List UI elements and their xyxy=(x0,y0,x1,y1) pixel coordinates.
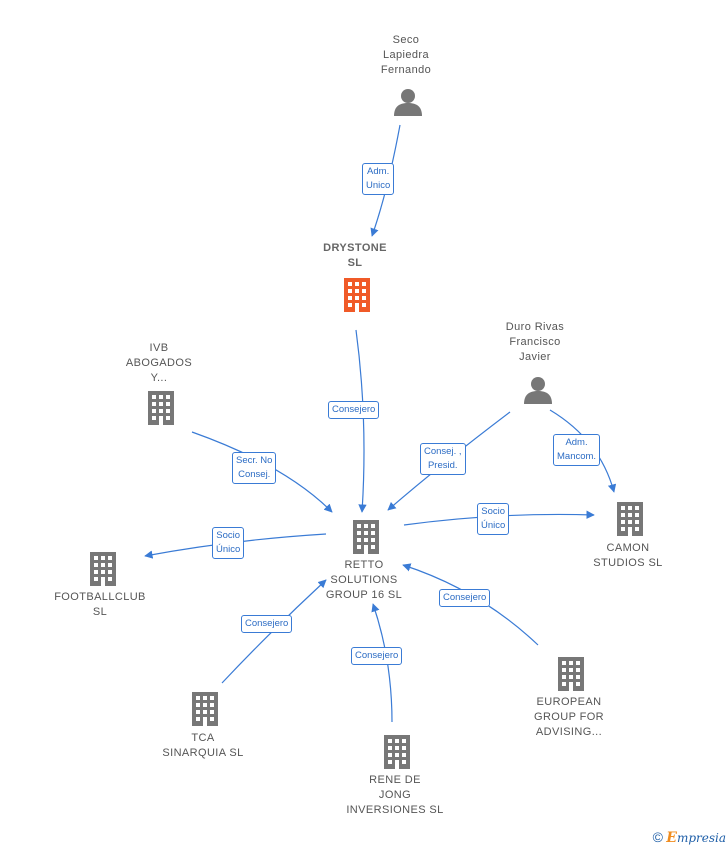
label-line: Socio xyxy=(216,530,241,541)
label-line: Consej. xyxy=(238,469,271,480)
edge-label-ivb-retto: Secr. No Consej. xyxy=(232,452,277,484)
building-icon-european[interactable] xyxy=(558,657,584,691)
label-line: Adm. xyxy=(367,166,390,177)
label-line: EUROPEAN xyxy=(536,696,602,708)
label-line: Francisco xyxy=(509,336,561,348)
label-line: IVB xyxy=(149,342,169,354)
label-line: Mancom. xyxy=(557,451,597,462)
edge-label-european-retto: Consejero xyxy=(439,589,491,607)
person-icon-seco[interactable] xyxy=(394,89,422,116)
building-icon-retto[interactable] xyxy=(353,520,379,554)
node-label-european[interactable]: EUROPEAN GROUP FOR ADVISING... xyxy=(514,695,624,740)
label-line: Único xyxy=(216,544,241,555)
label-line: Consejero xyxy=(355,650,399,661)
label-line: TCA xyxy=(191,732,215,744)
label-line: GROUP 16 SL xyxy=(325,589,403,601)
node-label-rene[interactable]: RENE DE JONG INVERSIONES SL xyxy=(335,773,455,818)
building-icon-rene[interactable] xyxy=(384,735,410,769)
label-line: Consejero xyxy=(332,404,376,415)
edge-label-drystone-retto: Consejero xyxy=(328,401,380,419)
label-line: RENE DE xyxy=(369,774,421,786)
building-icon-football[interactable] xyxy=(90,552,116,586)
empresia-watermark: © Empresia xyxy=(653,829,726,846)
edge-label-duro-retto: Consej. , Presid. xyxy=(420,443,466,475)
person-icon-duro[interactable] xyxy=(524,377,552,404)
label-line: Consejero xyxy=(443,592,487,603)
edge-label-retto-camon: Socio Único xyxy=(477,503,510,535)
label-line: STUDIOS SL xyxy=(593,557,663,569)
label-line: CAMON xyxy=(606,542,650,554)
node-label-tca[interactable]: TCA SINARQUIA SL xyxy=(148,731,258,761)
logo-initial: E xyxy=(666,830,677,846)
edge-label-retto-football: Socio Único xyxy=(212,527,245,559)
label-line: SL xyxy=(92,606,108,618)
label-line: Secr. No xyxy=(236,455,273,466)
node-label-seco[interactable]: Seco Lapiedra Fernando xyxy=(356,33,456,78)
empresia-logo: Empresia xyxy=(666,830,726,846)
building-icon-ivb[interactable] xyxy=(148,391,174,425)
label-line: Unico xyxy=(366,180,391,191)
label-line: FOOTBALLCLUB xyxy=(54,591,146,603)
label-line: Javier xyxy=(519,351,551,363)
label-line: DRYSTONE xyxy=(323,242,387,254)
edge-drystone-retto xyxy=(355,329,367,513)
edge-label-seco-drystone: Adm. Unico xyxy=(362,163,395,195)
node-label-retto[interactable]: RETTO SOLUTIONS GROUP 16 SL xyxy=(309,558,419,603)
label-line: Y... xyxy=(150,372,168,384)
node-label-ivb[interactable]: IVB ABOGADOS Y... xyxy=(109,341,209,386)
building-icon-camon[interactable] xyxy=(617,502,643,536)
building-icon-tca[interactable] xyxy=(192,692,218,726)
label-line: Único xyxy=(481,520,506,531)
logo-text: mpresia xyxy=(676,831,726,845)
copyright-symbol: © xyxy=(652,829,663,845)
label-line: Seco xyxy=(392,34,420,46)
label-line: Fernando xyxy=(380,64,432,76)
label-line: GROUP FOR xyxy=(533,711,604,723)
node-label-drystone[interactable]: DRYSTONE SL xyxy=(305,241,405,271)
label-line: Adm. xyxy=(565,437,588,448)
label-line: SOLUTIONS xyxy=(330,574,398,586)
label-line: Presid. xyxy=(427,460,458,471)
label-line: JONG xyxy=(378,789,412,801)
node-label-football[interactable]: FOOTBALLCLUB SL xyxy=(45,590,155,620)
label-line: ABOGADOS xyxy=(125,357,193,369)
label-line: SINARQUIA SL xyxy=(162,747,244,759)
label-line: Consejero xyxy=(245,618,289,629)
label-line: Consej. , xyxy=(424,446,462,457)
label-line: SL xyxy=(347,257,363,269)
label-line: ADVISING... xyxy=(535,726,603,738)
node-label-camon[interactable]: CAMON STUDIOS SL xyxy=(578,541,678,571)
label-line: Socio xyxy=(481,506,506,517)
edge-label-rene-retto: Consejero xyxy=(351,647,403,665)
label-line: Duro Rivas xyxy=(505,321,565,333)
edge-label-duro-camon: Adm. Mancom. xyxy=(553,434,601,466)
label-line: Lapiedra xyxy=(382,49,429,61)
edge-label-tca-retto: Consejero xyxy=(241,615,293,633)
label-line: RETTO xyxy=(344,559,384,571)
node-label-duro[interactable]: Duro Rivas Francisco Javier xyxy=(485,320,585,365)
label-line: INVERSIONES SL xyxy=(346,804,444,816)
building-icon-drystone[interactable] xyxy=(344,278,370,312)
